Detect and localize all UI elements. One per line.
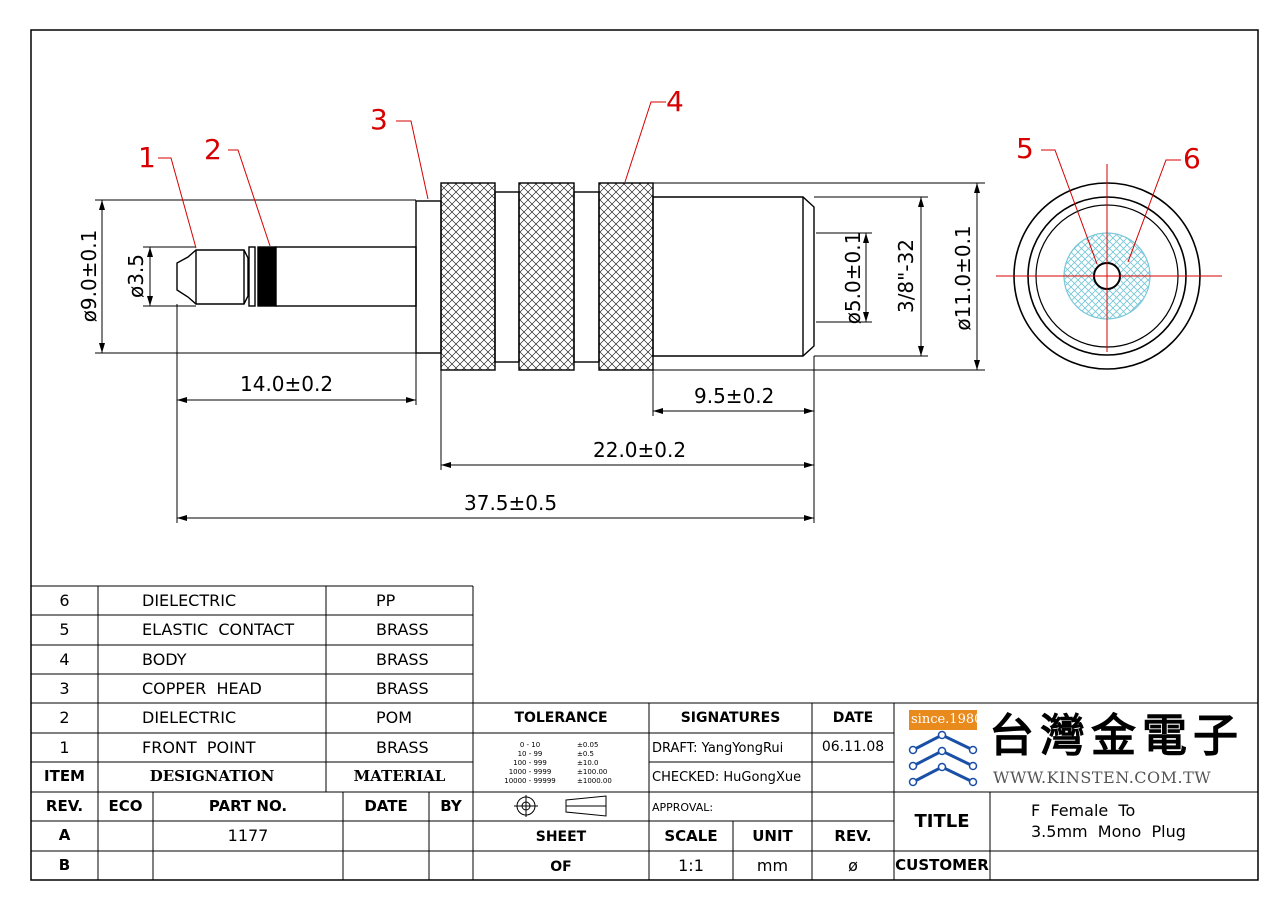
dim-total-length: 37.5±0.5 <box>464 491 558 515</box>
tolerance-value: ±100.00 <box>577 768 608 776</box>
balloon-6: 6 <box>1183 142 1201 175</box>
title-block-grid <box>31 585 1258 880</box>
rev-value: ø <box>848 856 858 875</box>
bom-designation: DIELECTRIC <box>142 708 237 727</box>
scale-label: SCALE <box>664 827 718 845</box>
dim-inner-diameter: ø5.0±0.1 <box>841 231 865 325</box>
dim-outer-diameter: ø11.0±0.1 <box>951 225 975 331</box>
bom-material: BRASS <box>376 738 429 757</box>
date-title: DATE <box>832 710 874 726</box>
balloon-3: 3 <box>370 103 388 136</box>
plug-side-view <box>176 182 815 371</box>
tolerance-value: ±1000.00 <box>577 777 612 785</box>
title-label: TITLE <box>914 811 970 832</box>
bom-item: 3 <box>59 679 70 698</box>
tolerance-value: ±0.5 <box>577 750 594 758</box>
plug-end-view <box>996 164 1222 370</box>
callout-leaders <box>158 101 1181 265</box>
unit-value: mm <box>756 856 789 875</box>
bom-item: 4 <box>59 650 70 669</box>
checked-signature: CHECKED: HuGongXue <box>652 770 802 785</box>
rev-label: REV. <box>834 827 872 845</box>
rev-row-part-no: 1177 <box>227 826 269 845</box>
rev-row-rev: A <box>58 826 71 844</box>
tolerance-range: 1000 - 9999 <box>508 768 552 776</box>
dim-plug-length: 14.0±0.2 <box>240 372 334 396</box>
rev-header-by: BY <box>440 797 462 815</box>
rev-header-part-no: PART NO. <box>208 797 288 815</box>
kinsten-logo-icon <box>908 710 978 787</box>
bom-material: POM <box>376 708 413 727</box>
bom-designation: ELASTIC CONTACT <box>142 620 295 639</box>
company-badge: since.1980 <box>911 712 983 727</box>
tolerance-range: 10000 - 99999 <box>504 777 556 785</box>
balloon-5: 5 <box>1016 132 1034 165</box>
bom-material: BRASS <box>376 620 429 639</box>
dim-thread: 3/8"-32 <box>894 238 918 314</box>
customer-label: CUSTOMER <box>895 856 989 874</box>
tolerance-range: 0 - 10 <box>519 741 541 749</box>
bom-item: 2 <box>59 708 70 727</box>
bom-designation: DIELECTRIC <box>142 591 237 610</box>
tolerance-value: ±10.0 <box>577 759 599 767</box>
bom-material: PP <box>376 591 396 610</box>
bom-header-designation: DESIGNATION <box>149 767 275 785</box>
bom-header-item: ITEM <box>44 767 85 785</box>
dim-body-diameter: ø9.0±0.1 <box>77 229 101 323</box>
draft-date: 06.11.08 <box>821 739 885 755</box>
bom-item: 1 <box>59 738 70 757</box>
title-line-2: 3.5mm Mono Plug <box>1031 822 1186 841</box>
rev-row-rev: B <box>58 856 71 874</box>
scale-value: 1:1 <box>678 856 704 875</box>
dim-thread-length: 9.5±0.2 <box>694 384 775 408</box>
balloon-4: 4 <box>666 85 684 118</box>
rev-header-rev: REV. <box>45 797 84 815</box>
bom-material: BRASS <box>376 679 429 698</box>
bom-item: 6 <box>59 591 70 610</box>
bom-header-material: MATERIAL <box>353 767 446 785</box>
sheet-label: SHEET <box>535 829 587 845</box>
bom-designation: FRONT POINT <box>142 738 256 757</box>
dimension-lines <box>95 182 985 523</box>
balloon-1: 1 <box>138 141 156 174</box>
approval-label: APPROVAL: <box>652 801 714 814</box>
projection-symbol-icon <box>514 795 607 817</box>
tolerance-value: ±0.05 <box>577 741 599 749</box>
bom-item: 5 <box>59 620 70 639</box>
bom-designation: COPPER HEAD <box>142 679 262 698</box>
rev-header-eco: ECO <box>108 797 143 815</box>
company-name: 台灣金電子 <box>989 709 1245 762</box>
drawing-border <box>30 29 1259 881</box>
tolerance-range: 100 - 999 <box>513 759 547 767</box>
bom-material: BRASS <box>376 650 429 669</box>
draft-signature: DRAFT: YangYongRui <box>652 741 784 756</box>
title-line-1: F Female To <box>1031 801 1136 820</box>
rev-header-date: DATE <box>364 797 408 815</box>
company-url: WWW.KINSTEN.COM.TW <box>993 768 1212 787</box>
dim-knurl-length: 22.0±0.2 <box>593 438 687 462</box>
dim-plug-diameter: ø3.5 <box>124 253 148 299</box>
tolerance-range: 10 - 99 <box>517 750 543 758</box>
bom-designation: BODY <box>142 650 187 669</box>
of-label: OF <box>550 859 572 875</box>
balloon-2: 2 <box>204 133 222 166</box>
unit-label: UNIT <box>752 827 793 845</box>
tolerance-title: TOLERANCE <box>514 710 608 726</box>
signatures-title: SIGNATURES <box>680 710 781 726</box>
